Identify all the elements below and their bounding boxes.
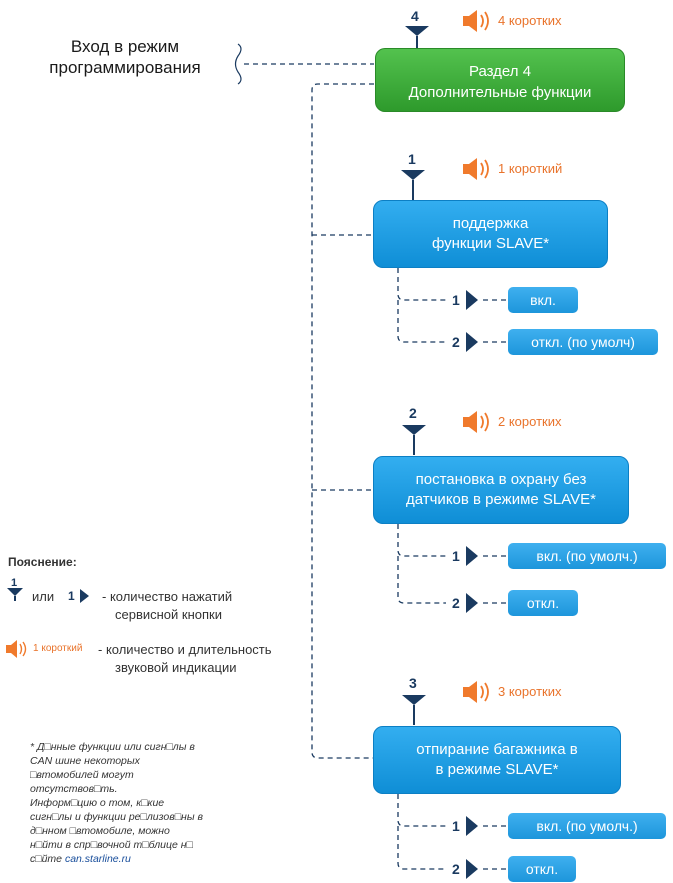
opt-connector	[397, 794, 446, 827]
down-arrow-icon	[401, 170, 425, 180]
legend-down-arrow-stem	[14, 596, 16, 601]
function-title-line1: постановка в охрану без	[415, 471, 587, 488]
opt-connector	[397, 300, 446, 343]
option-number: 1	[452, 548, 460, 564]
footnote-line: CAN шине некоторых	[30, 755, 140, 767]
function-title-line1: поддержка	[452, 215, 529, 232]
opt-connector	[397, 268, 446, 301]
legend-signal-example: 1 короткий	[33, 643, 83, 654]
opt-connector	[397, 826, 446, 870]
legend-num-down: 1	[11, 577, 18, 589]
footnote-link[interactable]: can.starline.ru	[64, 853, 131, 865]
right-arrow-icon	[466, 859, 478, 879]
footnote-line: Информ□цию о том, к□кие	[30, 797, 165, 809]
down-arrow-stem	[413, 435, 415, 455]
function-box[interactable]: отпирание багажника в в режиме SLAVE*	[373, 726, 621, 794]
function-title-line2: датчиков в режиме SLAVE*	[405, 491, 596, 508]
legend-right-arrow-icon	[80, 589, 89, 603]
speaker-icon	[463, 10, 489, 32]
function-signal: 1 короткий	[498, 161, 563, 176]
down-arrow-icon	[402, 695, 426, 705]
section-title: Раздел 4	[468, 63, 532, 80]
function-press-count: 2	[409, 405, 417, 421]
legend-num-right: 1	[68, 589, 75, 603]
footnote-line: сигн□лы и функции ре□лизов□ны в	[30, 811, 203, 823]
legend-signal-desc-line1: - количество и длительность	[98, 642, 272, 657]
footnote-line: отсутствов□ть.	[30, 783, 118, 795]
option-button[interactable]: вкл. (по умолч.)	[508, 813, 666, 839]
down-arrow-icon	[402, 425, 426, 435]
option-number: 2	[452, 334, 460, 350]
footnote-last-line: с□йте can.starline.ru	[30, 852, 270, 866]
function-title-line2: функции SLAVE*	[431, 235, 550, 252]
function-box[interactable]: постановка в охрану без датчиков в режим…	[373, 456, 629, 524]
function-signal: 3 коротких	[498, 684, 562, 699]
section-press-count: 4	[411, 8, 419, 24]
footnote-last-prefix: с□йте	[30, 853, 63, 865]
footnote-line: н□йти в спр□вочной т□блице н□	[30, 839, 193, 851]
section-signal: 4 коротких	[498, 13, 562, 28]
option-button[interactable]: вкл.	[508, 287, 578, 313]
speaker-icon	[463, 411, 489, 433]
entry-label: Вход в режим программирования	[49, 37, 201, 77]
legend-down-arrow-icon	[7, 588, 23, 596]
option-button[interactable]: откл.	[508, 590, 578, 616]
footnote: * Д□нные функции или сигн□лы в CAN шине …	[30, 740, 270, 866]
legend-signal-desc-line2: звуковой индикации	[115, 660, 237, 675]
function-title-line2: в режиме SLAVE*	[435, 761, 559, 778]
footnote-line: * Д□нные функции или сигн□лы в	[30, 741, 195, 753]
legend-speaker-icon	[6, 640, 27, 658]
right-arrow-icon	[466, 546, 478, 566]
down-arrow-stem	[416, 36, 418, 48]
speaker-icon	[463, 158, 489, 180]
right-arrow-icon	[466, 816, 478, 836]
option-number: 1	[452, 818, 460, 834]
function-press-count: 3	[409, 675, 417, 691]
option-number: 2	[452, 595, 460, 611]
speaker-icon	[463, 681, 489, 703]
legend-or: или	[32, 589, 55, 604]
footnote-line: □втомобилей могут	[30, 769, 134, 781]
opt-connector	[397, 524, 446, 557]
legend-title: Пояснение:	[8, 555, 77, 569]
option-number: 1	[452, 292, 460, 308]
right-arrow-icon	[466, 593, 478, 613]
function-box[interactable]: поддержка функции SLAVE*	[373, 200, 608, 268]
section-subtitle: Дополнительные функции	[408, 84, 592, 101]
legend-press-desc-line1: - количество нажатий	[102, 589, 233, 604]
legend-press-desc-line2: сервисной кнопки	[115, 607, 222, 622]
down-arrow-stem	[412, 180, 414, 200]
right-arrow-icon	[466, 332, 478, 352]
right-arrow-icon	[466, 290, 478, 310]
entry-brace	[234, 43, 242, 85]
footnote-line: д□нном □втомобиле, можно	[30, 825, 170, 837]
down-arrow-stem	[413, 705, 415, 725]
option-button[interactable]: вкл. (по умолч.)	[508, 543, 666, 569]
function-press-count: 1	[408, 151, 416, 167]
opt-connector	[397, 556, 446, 604]
option-number: 2	[452, 861, 460, 877]
option-button[interactable]: откл. (по умолч)	[508, 329, 658, 355]
main-trunk	[311, 83, 374, 759]
down-arrow-icon	[405, 26, 429, 36]
function-title-line1: отпирание багажника в	[416, 741, 578, 758]
function-signal: 2 коротких	[498, 414, 562, 429]
section-box[interactable]: Раздел 4 Дополнительные функции	[375, 48, 625, 112]
option-button[interactable]: откл.	[508, 856, 576, 882]
